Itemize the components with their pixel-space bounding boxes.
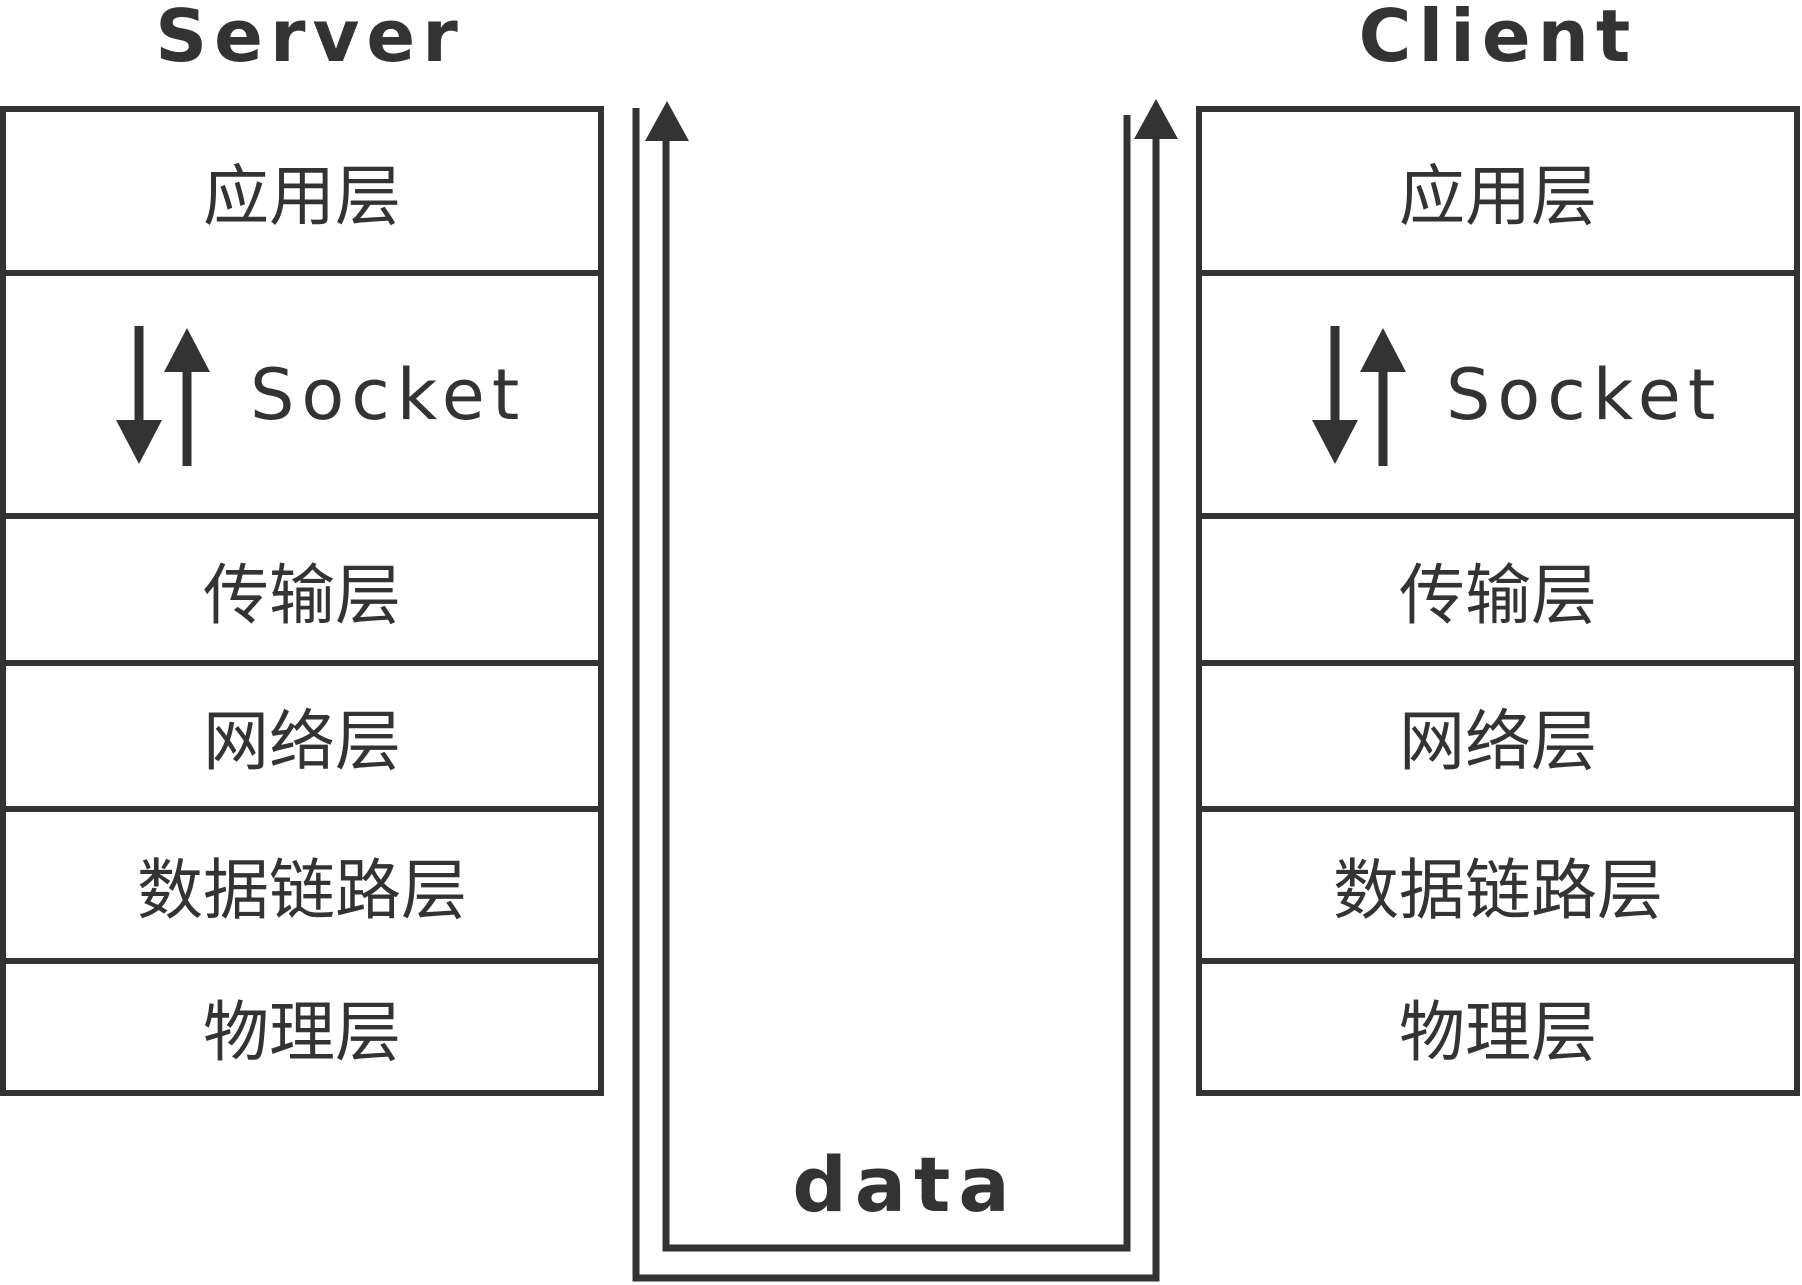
client-socket-label: Socket <box>1446 353 1723 436</box>
socket-updown-arrows-icon <box>116 326 210 466</box>
server-application-layer-label: 应用层 <box>203 158 401 235</box>
client-datalink-layer: 数据链路层 <box>1202 806 1794 958</box>
client-stack: 应用层 Socket 传输层 网络层 数据链路层 物理层 <box>1196 106 1800 1096</box>
client-datalink-layer-label: 数据链路层 <box>1333 852 1663 929</box>
client-physical-layer-label: 物理层 <box>1399 994 1597 1071</box>
client-network-layer-label: 网络层 <box>1399 703 1597 780</box>
server-datalink-layer: 数据链路层 <box>6 806 598 958</box>
server-network-layer-label: 网络层 <box>203 703 401 780</box>
server-stack: 应用层 Socket 传输层 网络层 数据链路层 物理层 <box>0 106 604 1096</box>
server-up-arrowhead-icon <box>645 101 689 141</box>
server-transport-layer: 传输层 <box>6 513 598 660</box>
server-physical-layer-label: 物理层 <box>203 994 401 1071</box>
client-socket-layer: Socket <box>1202 270 1794 513</box>
data-flow-label: data <box>792 1140 1018 1229</box>
client-title: Client <box>1358 0 1638 78</box>
server-transport-layer-label: 传输层 <box>203 556 401 634</box>
client-network-layer: 网络层 <box>1202 660 1794 806</box>
client-up-arrowhead-icon <box>1134 99 1178 139</box>
client-transport-layer-label: 传输层 <box>1399 556 1597 634</box>
server-application-layer: 应用层 <box>6 112 598 270</box>
client-application-layer: 应用层 <box>1202 112 1794 270</box>
server-physical-layer: 物理层 <box>6 958 598 1090</box>
server-socket-layer: Socket <box>6 270 598 513</box>
client-transport-layer: 传输层 <box>1202 513 1794 660</box>
data-flow-inner-line <box>662 115 1131 1252</box>
client-physical-layer: 物理层 <box>1202 958 1794 1090</box>
data-flow-outer-line <box>632 108 1160 1282</box>
server-network-layer: 网络层 <box>6 660 598 806</box>
client-application-layer-label: 应用层 <box>1399 158 1597 235</box>
socket-updown-arrows-icon <box>1312 326 1406 466</box>
server-title: Server <box>155 0 465 78</box>
server-datalink-layer-label: 数据链路层 <box>137 852 467 929</box>
server-socket-label: Socket <box>250 353 527 436</box>
